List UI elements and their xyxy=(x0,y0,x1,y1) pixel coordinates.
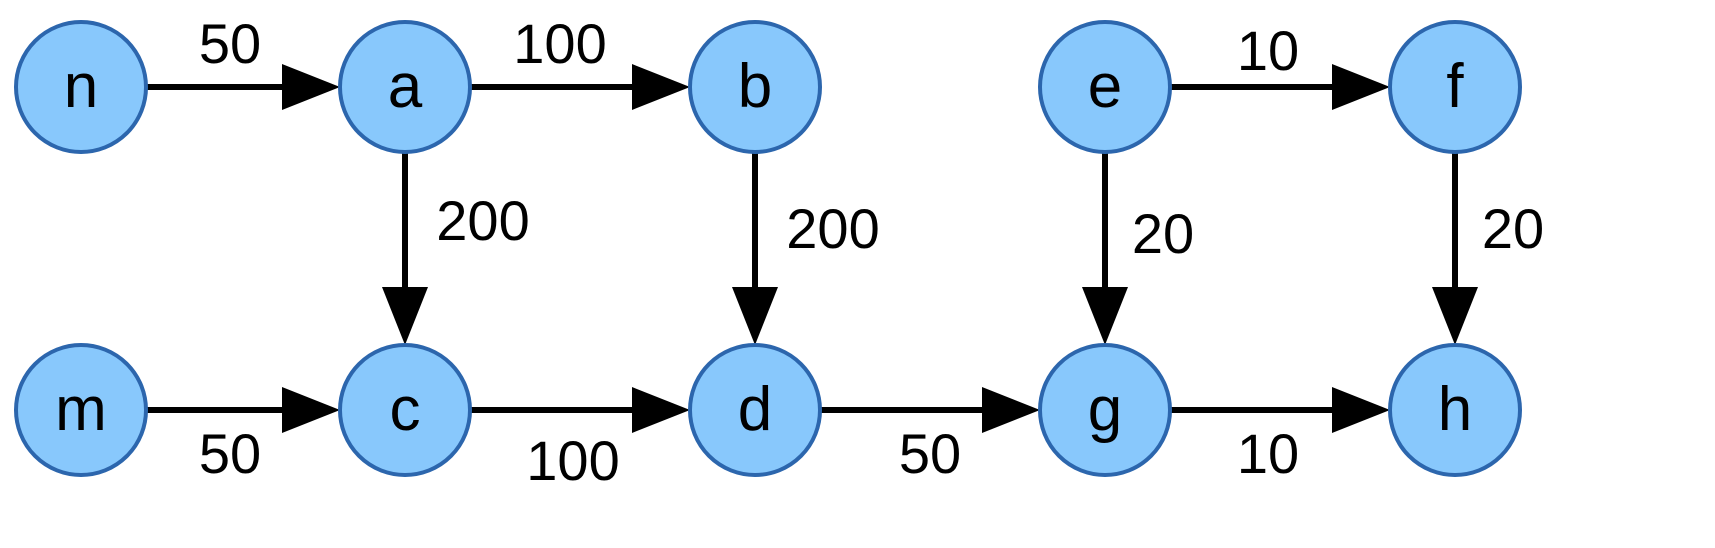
node-n: n xyxy=(14,20,148,154)
arrowhead-icon xyxy=(282,64,340,110)
edge-weight-label: 20 xyxy=(1482,197,1544,260)
edge-b-d: 200 xyxy=(732,152,880,345)
edge-a-c: 200 xyxy=(382,152,530,345)
edge-f-h: 20 xyxy=(1432,152,1544,345)
arrowhead-icon xyxy=(732,287,778,345)
node-label: e xyxy=(1088,52,1122,121)
node-e: e xyxy=(1038,20,1172,154)
arrowhead-icon xyxy=(382,287,428,345)
edge-e-f: 10 xyxy=(1170,19,1390,110)
edge-weight-label: 10 xyxy=(1237,19,1299,82)
node-circle xyxy=(338,343,472,477)
arrowhead-icon xyxy=(632,64,690,110)
node-circle xyxy=(338,20,472,154)
node-label: d xyxy=(738,375,772,444)
node-label: h xyxy=(1438,375,1472,444)
edge-weight-label: 20 xyxy=(1132,202,1194,265)
node-label: f xyxy=(1446,52,1464,121)
node-f: f xyxy=(1388,20,1522,154)
node-label: c xyxy=(390,375,421,444)
edge-e-g: 20 xyxy=(1082,152,1194,345)
arrowhead-icon xyxy=(1432,287,1478,345)
arrowhead-icon xyxy=(982,387,1040,433)
arrowhead-icon xyxy=(632,387,690,433)
node-label: m xyxy=(55,375,107,444)
arrowhead-icon xyxy=(282,387,340,433)
arrowhead-icon xyxy=(1332,387,1390,433)
node-label: g xyxy=(1088,375,1122,444)
edge-d-g: 50 xyxy=(820,387,1040,485)
edges-layer: 50 100 10 200 200 20 20 50 100 50 10 xyxy=(146,12,1544,492)
node-m: m xyxy=(14,343,148,477)
node-h: h xyxy=(1388,343,1522,477)
node-circle xyxy=(688,343,822,477)
edge-weight-label: 50 xyxy=(899,422,961,485)
node-label: b xyxy=(738,52,772,121)
edge-m-c: 50 xyxy=(146,387,340,485)
node-circle xyxy=(1038,20,1172,154)
node-a: a xyxy=(338,20,472,154)
edge-g-h: 10 xyxy=(1170,387,1390,485)
edge-weight-label: 10 xyxy=(1237,422,1299,485)
node-circle xyxy=(1388,343,1522,477)
node-g: g xyxy=(1038,343,1172,477)
edge-weight-label: 100 xyxy=(526,429,619,492)
arrowhead-icon xyxy=(1332,64,1390,110)
node-d: d xyxy=(688,343,822,477)
node-circle xyxy=(14,343,148,477)
node-circle xyxy=(1388,20,1522,154)
edge-n-a: 50 xyxy=(146,12,340,110)
edge-weight-label: 200 xyxy=(786,197,879,260)
edge-c-d: 100 xyxy=(470,387,690,492)
node-circle xyxy=(14,20,148,154)
edge-weight-label: 50 xyxy=(199,12,261,75)
edge-weight-label: 50 xyxy=(199,422,261,485)
node-label: a xyxy=(388,52,423,121)
node-b: b xyxy=(688,20,822,154)
edge-weight-label: 200 xyxy=(436,189,529,252)
node-circle xyxy=(688,20,822,154)
nodes-layer: n a b e f m c d g h xyxy=(14,20,1522,477)
arrowhead-icon xyxy=(1082,287,1128,345)
edge-weight-label: 100 xyxy=(513,12,606,75)
node-circle xyxy=(1038,343,1172,477)
node-label: n xyxy=(64,52,98,121)
node-c: c xyxy=(338,343,472,477)
edge-a-b: 100 xyxy=(470,12,690,110)
